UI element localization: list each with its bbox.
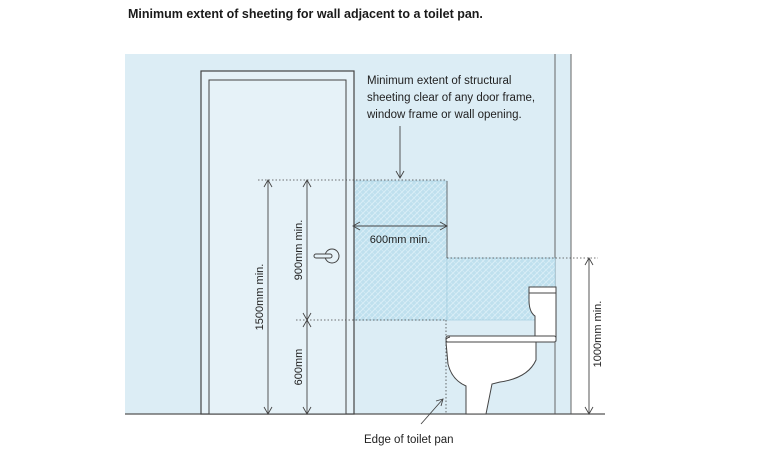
- dim-label-1000: 1000mm min.: [592, 301, 604, 368]
- dimension-600-vertical: [302, 319, 312, 415]
- callout-line-3: window frame or wall opening.: [366, 109, 522, 121]
- door-handle-icon: [313, 248, 340, 264]
- toilet-edge-arrow: [420, 398, 444, 425]
- diagram-title: Minimum extent of sheeting for wall adja…: [128, 7, 483, 21]
- dim-label-900: 900mm min.: [293, 220, 305, 281]
- toilet-icon: [445, 286, 557, 415]
- dim-label-600-horizontal: 600mm min.: [370, 234, 431, 246]
- callout-line-2: sheeting clear of any door frame,: [367, 92, 535, 104]
- door-leaf: [208, 79, 347, 415]
- dim-label-600-vertical: 600mm: [293, 349, 305, 386]
- dimension-600-horizontal: [352, 221, 448, 231]
- dimension-1000: [584, 257, 594, 415]
- callout-arrow: [395, 126, 405, 179]
- dimension-1500: [263, 179, 273, 415]
- callout-line-1: Minimum extent of structural: [367, 75, 511, 87]
- dim-label-1500: 1500mm min.: [254, 264, 266, 331]
- toilet-edge-label: Edge of toilet pan: [364, 434, 454, 446]
- sheeting-upper: [352, 180, 448, 321]
